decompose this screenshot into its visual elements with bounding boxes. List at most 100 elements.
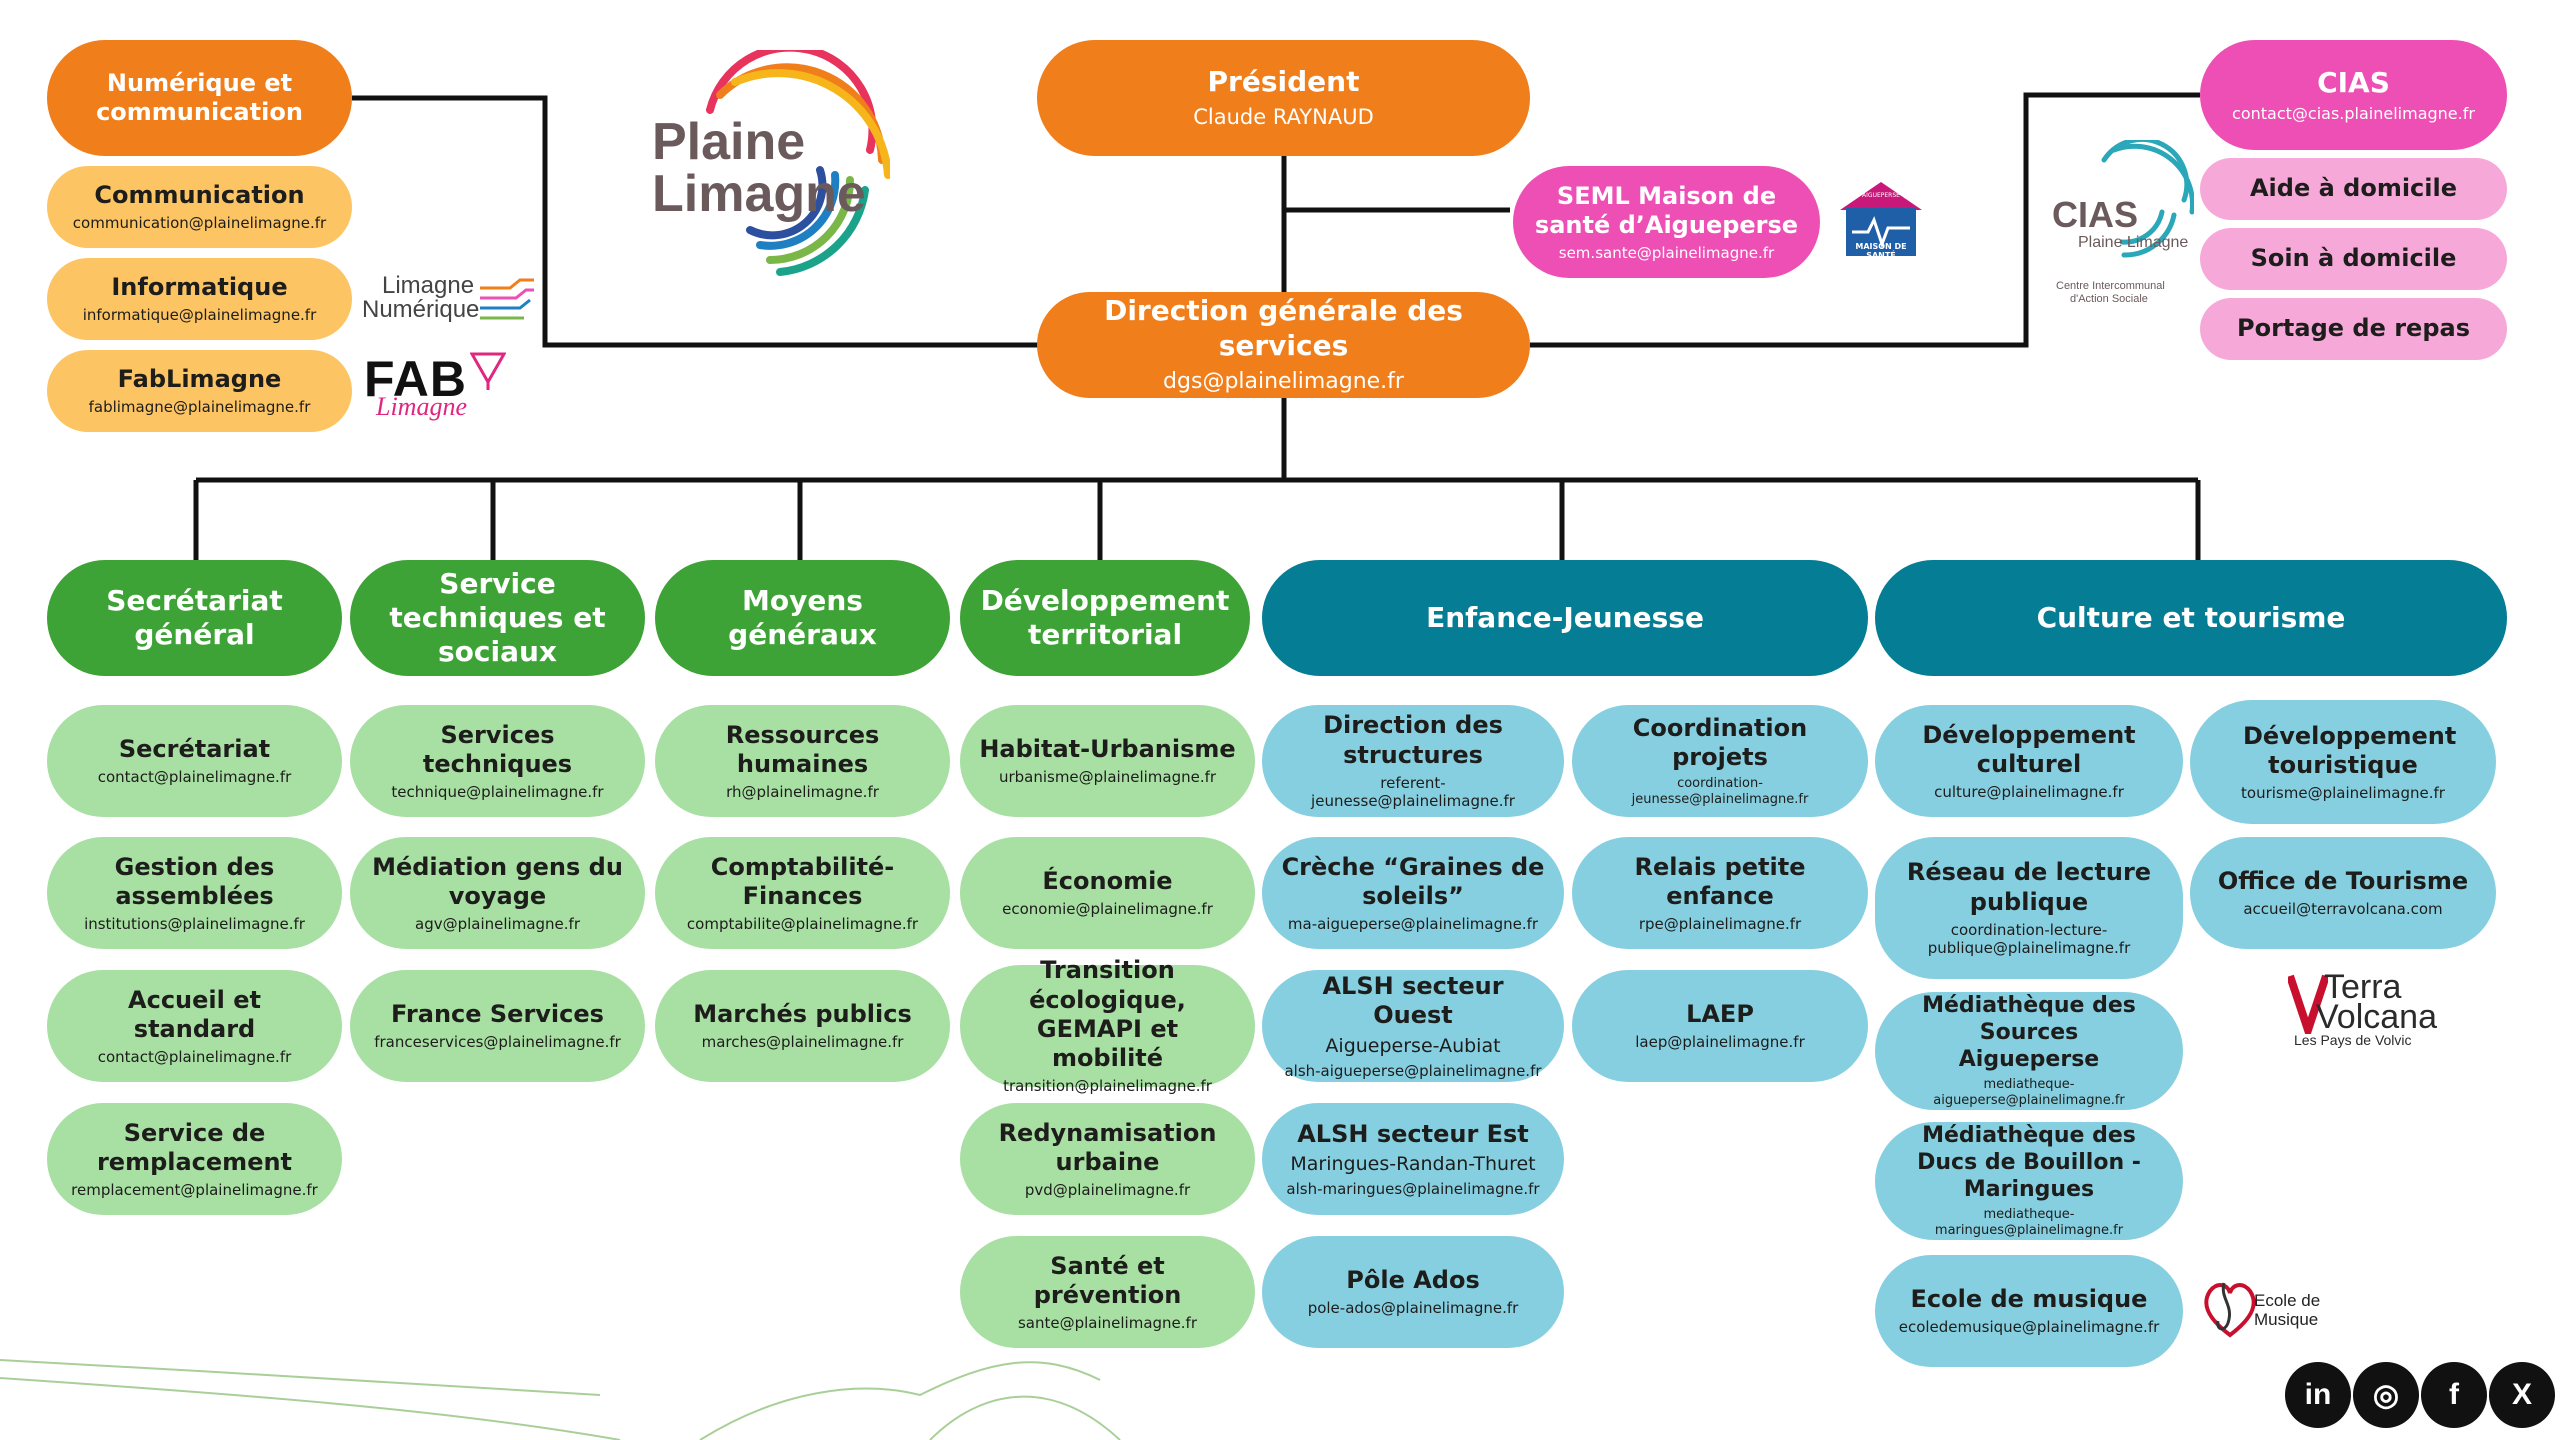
fab-pen-icon bbox=[470, 352, 506, 390]
redynamisation-urbaine-box: Redynamisation urbaine pvd@plainelimagne… bbox=[960, 1103, 1255, 1215]
mediatheque-ducs-email: mediatheque-maringues@plainelimagne.fr bbox=[1934, 1207, 2124, 1239]
accueil-standard-email: contact@plainelimagne.fr bbox=[97, 1048, 292, 1067]
direction-structures-title: Direction des structures bbox=[1323, 711, 1503, 769]
coordination-projets-box: Coordination projets coordination-jeunes… bbox=[1572, 705, 1868, 817]
numerique-title: Numérique et communication bbox=[96, 68, 303, 126]
hills-decoration bbox=[0, 1359, 1121, 1440]
alsh-ouest-title: ALSH secteur Ouest bbox=[1322, 972, 1504, 1030]
cias-logo-caption-2: d'Action Sociale bbox=[2070, 293, 2148, 305]
gestion-assemblees-box: Gestion des assemblées institutions@plai… bbox=[47, 837, 342, 949]
economie-title: Économie bbox=[1042, 867, 1173, 896]
maison-sante-logo-text: MAISON DE SANTÉ bbox=[1855, 242, 1907, 260]
service-remplacement-email: remplacement@plainelimagne.fr bbox=[71, 1181, 318, 1200]
services-techniques-email: technique@plainelimagne.fr bbox=[391, 783, 604, 802]
accueil-standard-title: Accueil et standard bbox=[128, 985, 261, 1043]
logo-plaine-text: Plaine bbox=[652, 113, 806, 171]
ressources-humaines-box: Ressources humaines rh@plainelimagne.fr bbox=[655, 705, 950, 817]
sante-prevention-email: sante@plainelimagne.fr bbox=[1017, 1314, 1198, 1333]
moyens-generaux-header: Moyens généraux bbox=[655, 560, 950, 676]
x-icon[interactable]: X bbox=[2489, 1362, 2555, 1428]
soin-domicile-box: Soin à domicile bbox=[2200, 228, 2507, 290]
volcana-text: Volcana bbox=[2316, 998, 2437, 1036]
developpement-touristique-email: tourisme@plainelimagne.fr bbox=[2241, 784, 2445, 803]
cias-title: CIAS bbox=[2317, 66, 2390, 100]
developpement-culturel-box: Développement culturel culture@plainelim… bbox=[1875, 705, 2183, 817]
fablimagne-email: fablimagne@plainelimagne.fr bbox=[88, 398, 311, 417]
dgs-box: Direction générale des services dgs@plai… bbox=[1037, 292, 1530, 398]
comptabilite-finances-box: Comptabilité-Finances comptabilite@plain… bbox=[655, 837, 950, 949]
transition-ecologique-title: Transition écologique, GEMAPI et mobilit… bbox=[1029, 956, 1186, 1073]
reseau-lecture-email: coordination-lecture-publique@plainelima… bbox=[1927, 920, 2131, 958]
instagram-glyph: ◎ bbox=[2372, 1378, 2400, 1412]
cias-logo-caption-1: Centre Intercommunal bbox=[2056, 280, 2165, 292]
cias-logo: CIAS Plaine Limagne Centre Intercommunal… bbox=[2044, 136, 2196, 310]
seml-title: SEML Maison de santé d’Aigueperse bbox=[1534, 181, 1799, 239]
limagne-numerique-logo: Limagne Numérique bbox=[362, 270, 542, 330]
informatique-email: informatique@plainelimagne.fr bbox=[82, 306, 317, 325]
creche-email: ma-aigueperse@plainelimagne.fr bbox=[1287, 915, 1539, 934]
office-tourisme-email: accueil@terravolcana.com bbox=[2243, 900, 2443, 919]
transition-ecologique-box: Transition écologique, GEMAPI et mobilit… bbox=[960, 956, 1255, 1095]
alsh-est-box: ALSH secteur Est Maringues-Randan-Thuret… bbox=[1262, 1103, 1564, 1215]
facebook-icon[interactable]: f bbox=[2421, 1362, 2487, 1428]
relais-petite-enfance-email: rpe@plainelimagne.fr bbox=[1638, 915, 1802, 934]
cias-logo-text: CIAS bbox=[2052, 194, 2139, 235]
logo-limagne-text: Limagne bbox=[652, 165, 866, 223]
secretariat-title: Secrétariat bbox=[118, 735, 271, 764]
habitat-urbanisme-box: Habitat-Urbanisme urbanisme@plainelimagn… bbox=[960, 705, 1255, 817]
mediation-gens-voyage-title: Médiation gens du voyage bbox=[372, 852, 623, 910]
president-box: Président Claude RAYNAUD bbox=[1037, 40, 1530, 156]
pole-ados-email: pole-ados@plainelimagne.fr bbox=[1307, 1299, 1519, 1318]
ecole-logo-text-2: Musique bbox=[2254, 1310, 2319, 1329]
marches-publics-box: Marchés publics marches@plainelimagne.fr bbox=[655, 970, 950, 1082]
president-name: Claude RAYNAUD bbox=[1193, 105, 1374, 130]
maison-sante-logo: MAISON DE SANTÉ AIGUEPERSE bbox=[1838, 180, 1924, 260]
marches-publics-email: marches@plainelimagne.fr bbox=[701, 1033, 904, 1052]
coordination-projets-title: Coordination projets bbox=[1632, 713, 1808, 772]
logo-fingerprint-icon bbox=[706, 43, 892, 276]
fablimagne-box: FabLimagne fablimagne@plainelimagne.fr bbox=[47, 350, 352, 432]
coordination-projets-email: coordination-jeunesse@plainelimagne.fr bbox=[1631, 776, 1809, 808]
creche-box: Crèche “Graines de soleils” ma-aiguepers… bbox=[1262, 837, 1564, 949]
office-tourisme-box: Office de Tourisme accueil@terravolcana.… bbox=[2190, 837, 2496, 949]
mediatheque-ducs-title: Médiathèque des Ducs de Bouillon - Marin… bbox=[1917, 1122, 2141, 1202]
service-remplacement-title: Service de remplacement bbox=[96, 1118, 293, 1176]
dgs-email: dgs@plainelimagne.fr bbox=[1163, 368, 1404, 394]
seml-box: SEML Maison de santé d’Aigueperse sem.sa… bbox=[1513, 166, 1820, 278]
culture-tourisme-title: Culture et tourisme bbox=[2036, 600, 2346, 634]
ressources-humaines-title: Ressources humaines bbox=[725, 720, 880, 778]
direction-structures-email: referent-jeunesse@plainelimagne.fr bbox=[1311, 773, 1515, 811]
secretariat-general-header: Secrétariat général bbox=[47, 560, 342, 676]
ecole-musique-email: ecoledemusique@plainelimagne.fr bbox=[1898, 1318, 2160, 1337]
dgs-title: Direction générale des services bbox=[1104, 294, 1463, 362]
france-services-box: France Services franceservices@plainelim… bbox=[350, 970, 645, 1082]
pole-ados-title: Pôle Ados bbox=[1346, 1266, 1480, 1295]
fab-limagne-logo: FAB Limagne bbox=[362, 350, 512, 430]
alsh-ouest-email: alsh-aigueperse@plainelimagne.fr bbox=[1284, 1061, 1542, 1080]
services-techniques-item-title: Services techniques bbox=[422, 720, 573, 778]
aide-domicile-title: Aide à domicile bbox=[2249, 174, 2458, 203]
limagne-numerique-text-2: Numérique bbox=[362, 296, 480, 323]
relais-petite-enfance-title: Relais petite enfance bbox=[1634, 852, 1806, 910]
linkedin-icon[interactable]: in bbox=[2285, 1362, 2351, 1428]
transition-ecologique-email: transition@plainelimagne.fr bbox=[1003, 1077, 1212, 1096]
pays-volvic-text: Les Pays de Volvic bbox=[2294, 1032, 2412, 1048]
terra-text: Terra bbox=[2324, 968, 2402, 1006]
linkedin-glyph: in bbox=[2304, 1378, 2332, 1411]
alsh-ouest-sub: Aigueperse-Aubiat bbox=[1325, 1034, 1501, 1057]
laep-box: LAEP laep@plainelimagne.fr bbox=[1572, 970, 1868, 1082]
alsh-est-sub: Maringues-Randan-Thuret bbox=[1290, 1152, 1536, 1175]
cias-fingerprint-icon bbox=[2101, 136, 2196, 258]
fablimagne-title: FabLimagne bbox=[117, 365, 282, 394]
developpement-territorial-header: Développement territorial bbox=[960, 560, 1250, 676]
developpement-touristique-box: Développement touristique tourisme@plain… bbox=[2190, 700, 2496, 824]
laep-title: LAEP bbox=[1686, 1000, 1754, 1029]
creche-title: Crèche “Graines de soleils” bbox=[1281, 852, 1545, 910]
communication-title: Communication bbox=[94, 181, 305, 210]
laep-email: laep@plainelimagne.fr bbox=[1635, 1033, 1805, 1052]
relais-petite-enfance-box: Relais petite enfance rpe@plainelimagne.… bbox=[1572, 837, 1868, 949]
instagram-icon[interactable]: ◎ bbox=[2353, 1362, 2419, 1428]
office-tourisme-title: Office de Tourisme bbox=[2217, 867, 2469, 896]
enfance-jeunesse-title: Enfance-Jeunesse bbox=[1426, 600, 1704, 634]
facebook-glyph: f bbox=[2449, 1378, 2459, 1411]
